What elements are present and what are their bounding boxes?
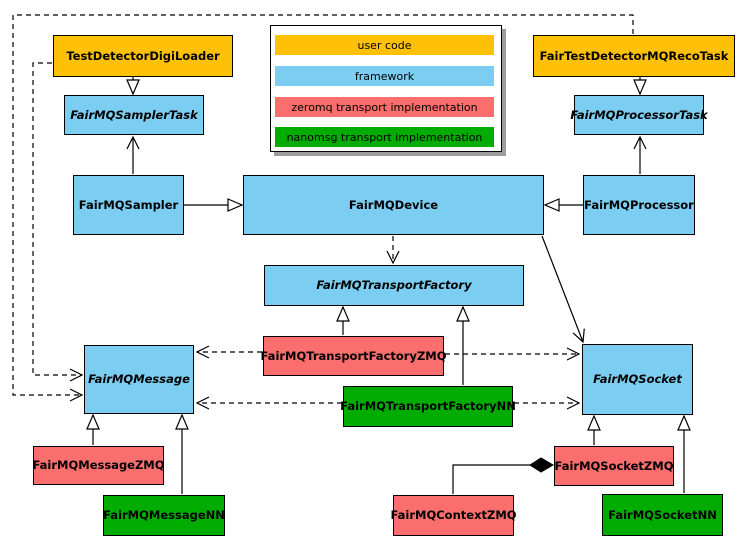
dependency-recotask-message bbox=[12, 14, 634, 402]
legend-item-zeromq: zeromq transport implementation bbox=[275, 97, 494, 117]
legend-item-framework: framework bbox=[275, 66, 494, 86]
class-box-fairmqmessagenn: FairMQMessageNN bbox=[103, 495, 225, 536]
class-box-fairmqsocketzmq: FairMQSocketZMQ bbox=[554, 446, 674, 486]
class-box-fairmqsocketnn: FairMQSocketNN bbox=[602, 494, 723, 536]
class-box-fairmqcontextzmq: FairMQContextZMQ bbox=[390, 495, 517, 536]
dependency-digiloader-message bbox=[32, 62, 84, 382]
class-box-fairmqprocessortask: FairMQProcessorTask bbox=[570, 95, 708, 135]
class-box-fairmqsampler: FairMQSampler bbox=[73, 175, 184, 235]
association-device-socket bbox=[541, 235, 585, 344]
legend-label: nanomsg transport implementation bbox=[286, 130, 483, 144]
class-box-fairmqtransportfactorynn: FairMQTransportFactoryNN bbox=[340, 386, 516, 427]
class-box-fairmqmessagezmq: FairMQMessageZMQ bbox=[32, 446, 165, 485]
legend-label: zeromq transport implementation bbox=[291, 100, 478, 114]
class-box-fairmqtransportfactory: FairMQTransportFactory bbox=[264, 265, 524, 306]
class-box-fairmqprocessor: FairMQProcessor bbox=[583, 175, 695, 235]
class-box-fairtestdetectormqrecotask: FairTestDetectorMQRecoTask bbox=[533, 35, 735, 77]
class-box-fairmqsamplertask: FairMQSamplerTask bbox=[64, 95, 204, 135]
composition-contextzmq-socketzmq-line bbox=[452, 464, 531, 494]
legend-item-nanomsg: nanomsg transport implementation bbox=[275, 127, 494, 147]
class-box-testdetectordigiloader: TestDetectorDigiLoader bbox=[53, 35, 233, 77]
legend-label: framework bbox=[354, 69, 415, 83]
legend-label: user code bbox=[357, 38, 412, 52]
class-box-fairmqmessage: FairMQMessage bbox=[84, 345, 194, 414]
class-box-fairmqtransportfactoryzmq: FairMQTransportFactoryZMQ bbox=[261, 336, 447, 376]
legend-item-user-code: user code bbox=[275, 35, 494, 55]
class-box-fairmqdevice: FairMQDevice bbox=[243, 175, 544, 235]
class-box-fairmqsocket: FairMQSocket bbox=[582, 344, 693, 415]
legend: user code framework zeromq transport imp… bbox=[270, 25, 502, 152]
composition-diamond bbox=[529, 457, 554, 473]
